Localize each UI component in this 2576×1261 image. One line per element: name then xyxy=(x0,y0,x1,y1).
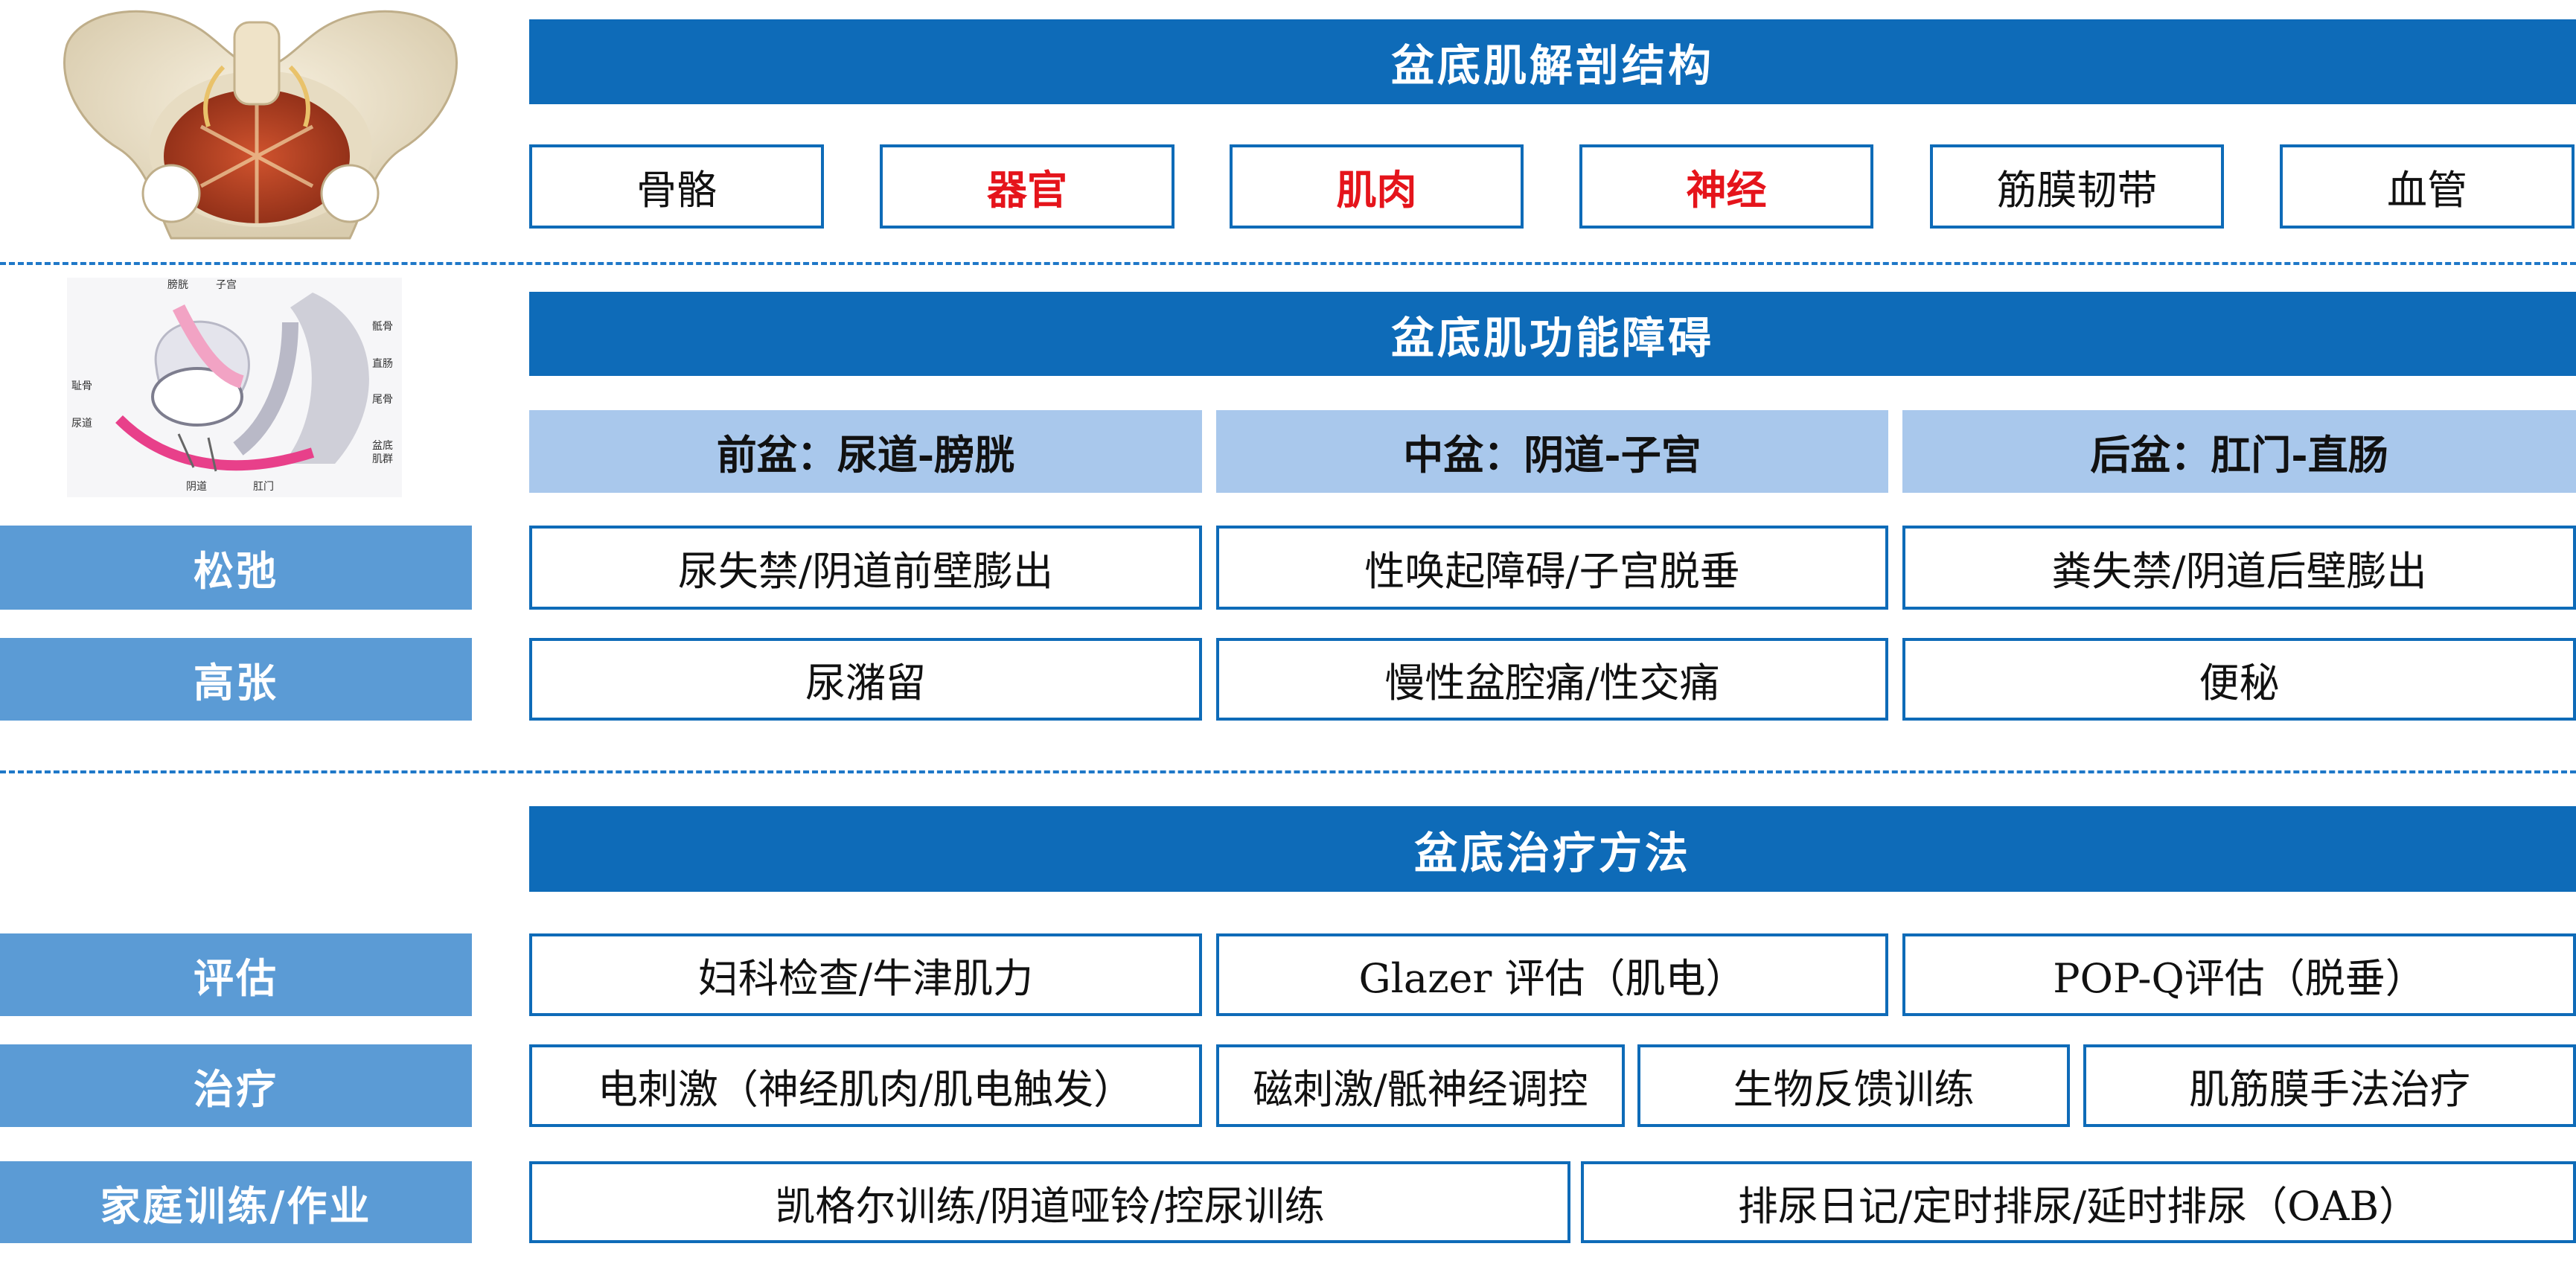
row-label-lax: 松弛 xyxy=(0,526,472,610)
row-label-home-training: 家庭训练/作业 xyxy=(0,1161,472,1243)
treatment-cell: 凯格尔训练/阴道哑铃/控尿训练 xyxy=(529,1161,1570,1243)
dysfunction-cell: 慢性盆腔痛/性交痛 xyxy=(1216,638,1888,721)
column-header-posterior: 后盆：肛门-直肠 xyxy=(1902,410,2576,493)
diagram-label-vagina: 阴道 xyxy=(186,481,207,493)
dysfunction-cell: 尿潴留 xyxy=(529,638,1202,721)
pelvic-floor-diagram: 膀胱 子宫 骶骨 耻骨 直肠 尿道 尾骨 阴道 肛门 盆底 肌群 xyxy=(67,278,402,497)
treatment-cell: 妇科检查/牛津肌力 xyxy=(529,933,1202,1016)
dysfunction-cell: 尿失禁/阴道前壁膨出 xyxy=(529,526,1202,610)
anatomy-item-muscle: 肌肉 xyxy=(1230,144,1524,229)
row-label-therapy: 治疗 xyxy=(0,1044,472,1127)
treatment-cell: Glazer 评估（肌电） xyxy=(1216,933,1888,1016)
diagram-label-sacrum: 骶骨 xyxy=(372,321,393,333)
diagram-label-anus: 肛门 xyxy=(253,481,274,493)
diagram-label-uterus: 子宫 xyxy=(216,279,237,291)
section-title-treatment: 盆底治疗方法 xyxy=(529,806,2576,892)
dysfunction-cell: 便秘 xyxy=(1902,638,2576,721)
diagram-label-rectum: 直肠 xyxy=(372,357,393,370)
diagram-label-muscle-group: 肌群 xyxy=(372,453,393,465)
diagram-label-bladder: 膀胱 xyxy=(167,278,188,291)
column-header-anterior: 前盆：尿道-膀胱 xyxy=(529,410,1202,493)
anatomy-item-fascia: 筋膜韧带 xyxy=(1930,144,2224,229)
diagram-label-pelvic-floor: 盆底 xyxy=(372,440,393,452)
section-divider xyxy=(0,262,2576,265)
anatomy-item-bone: 骨骼 xyxy=(529,144,824,229)
treatment-cell: 电刺激（神经肌肉/肌电触发） xyxy=(529,1044,1202,1127)
anatomy-item-nerve: 神经 xyxy=(1579,144,1873,229)
treatment-cell: 肌筋膜手法治疗 xyxy=(2083,1044,2576,1127)
diagram-label-pubis: 耻骨 xyxy=(71,380,92,392)
section-title-dysfunction: 盆底肌功能障碍 xyxy=(529,292,2576,376)
row-label-assessment: 评估 xyxy=(0,933,472,1016)
dysfunction-cell: 性唤起障碍/子宫脱垂 xyxy=(1216,526,1888,610)
treatment-cell: 磁刺激/骶神经调控 xyxy=(1216,1044,1625,1127)
dysfunction-cell: 粪失禁/阴道后壁膨出 xyxy=(1902,526,2576,610)
diagram-label-urethra: 尿道 xyxy=(71,418,92,430)
section-divider xyxy=(0,770,2576,773)
pelvis-model-image xyxy=(52,0,469,257)
treatment-cell: POP-Q评估（脱垂） xyxy=(1902,933,2576,1016)
treatment-cell: 生物反馈训练 xyxy=(1637,1044,2070,1127)
anatomy-item-vessel: 血管 xyxy=(2280,144,2575,229)
anatomy-item-organ: 器官 xyxy=(880,144,1174,229)
diagram-label-coccyx: 尾骨 xyxy=(372,394,393,406)
section-title-anatomy: 盆底肌解剖结构 xyxy=(529,19,2576,104)
row-label-hypertonic: 高张 xyxy=(0,638,472,721)
column-header-middle: 中盆：阴道-子宫 xyxy=(1216,410,1888,493)
treatment-cell: 排尿日记/定时排尿/延时排尿（OAB） xyxy=(1581,1161,2576,1243)
